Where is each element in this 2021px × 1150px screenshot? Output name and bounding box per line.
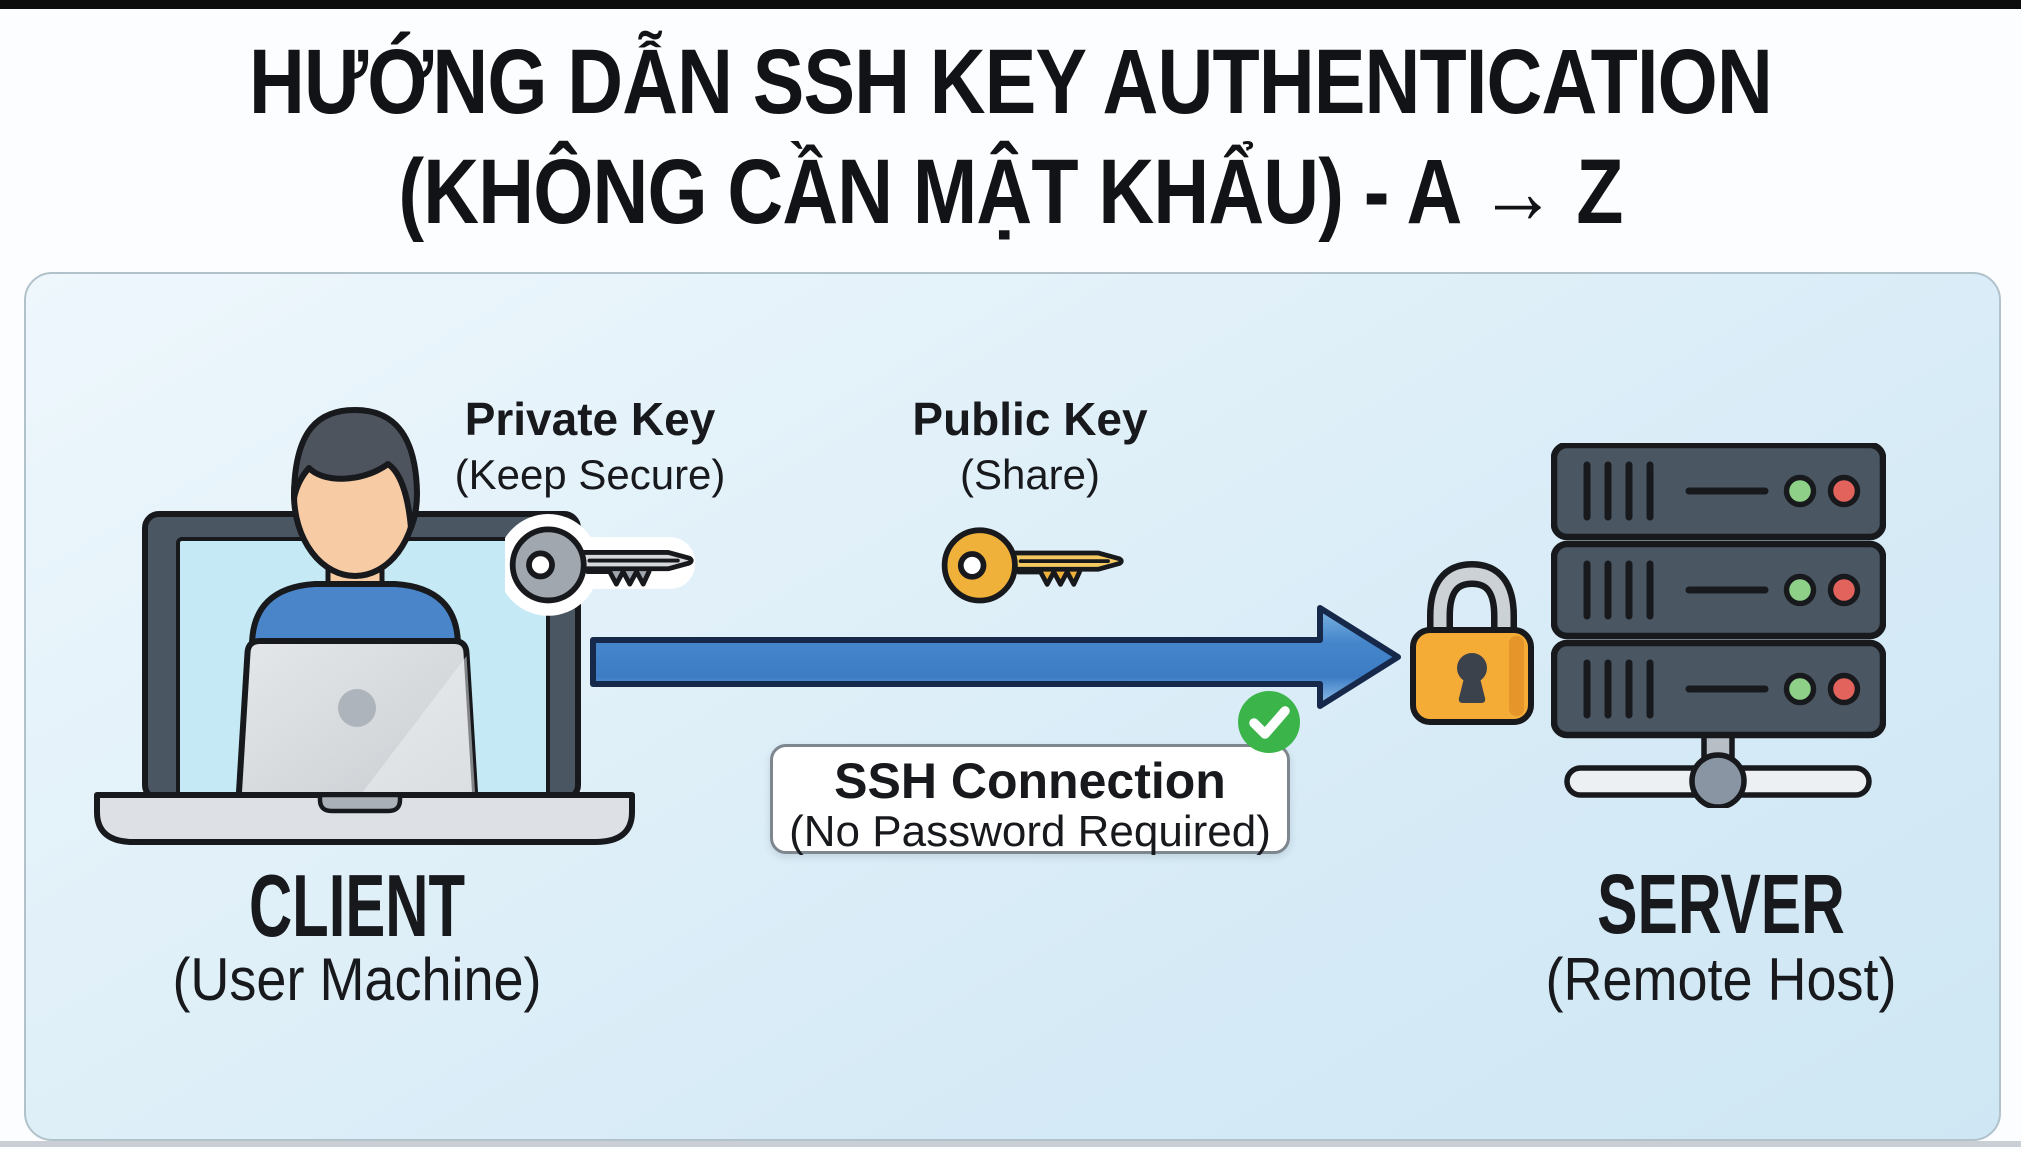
page-title-line-2: (KHÔNG CẦN MẬT KHẨU) - A → Z xyxy=(398,141,1623,243)
public-key-label: Public Key xyxy=(912,393,1148,445)
led-green xyxy=(1783,573,1817,607)
server-stand xyxy=(1564,730,1872,808)
ssh-connection-subtitle: (No Password Required) xyxy=(789,807,1271,856)
top-black-bar xyxy=(0,0,2021,9)
laptop-base xyxy=(94,792,635,845)
person-hair xyxy=(291,407,420,531)
led-red xyxy=(1827,573,1861,607)
led-red xyxy=(1827,672,1861,706)
lock-body-shade xyxy=(1509,636,1524,716)
server-unit-1 xyxy=(1551,443,1886,541)
server-unit-3 xyxy=(1551,639,1886,739)
server-label: SERVER xyxy=(1597,857,1845,951)
lock-icon xyxy=(1410,560,1534,725)
lock-shackle xyxy=(1433,567,1511,654)
private-key-icon xyxy=(505,514,696,616)
keyhole-icon xyxy=(1457,653,1487,683)
ssh-connection-title: SSH Connection xyxy=(834,753,1226,809)
laptop-base-notch xyxy=(317,792,403,814)
lid-highlight xyxy=(352,656,476,806)
lid-logo xyxy=(338,689,376,727)
public-key-icon xyxy=(941,527,1124,604)
server-rack-icon xyxy=(1551,443,1886,808)
ssh-connection-box: SSH Connection (No Password Required) xyxy=(770,744,1290,856)
client-sublabel: (User Machine) xyxy=(172,946,542,1013)
led-green xyxy=(1783,672,1817,706)
client-label: CLIENT xyxy=(248,856,466,955)
flow-arrow-icon xyxy=(590,605,1401,709)
led-red xyxy=(1827,474,1861,508)
public-key-sublabel: (Share) xyxy=(959,451,1101,498)
server-sublabel: (Remote Host) xyxy=(1545,946,1897,1013)
check-icon xyxy=(1238,691,1300,753)
page-title-line-1: HƯỚNG DẪN SSH KEY AUTHENTICATION xyxy=(249,31,1773,133)
bottom-edge-strip xyxy=(0,1141,2021,1147)
client-person-laptop-icon xyxy=(94,407,635,845)
private-key-label: Private Key xyxy=(464,393,716,445)
server-unit-2 xyxy=(1551,540,1886,640)
private-key-sublabel: (Keep Secure) xyxy=(454,451,726,498)
led-green xyxy=(1783,474,1817,508)
